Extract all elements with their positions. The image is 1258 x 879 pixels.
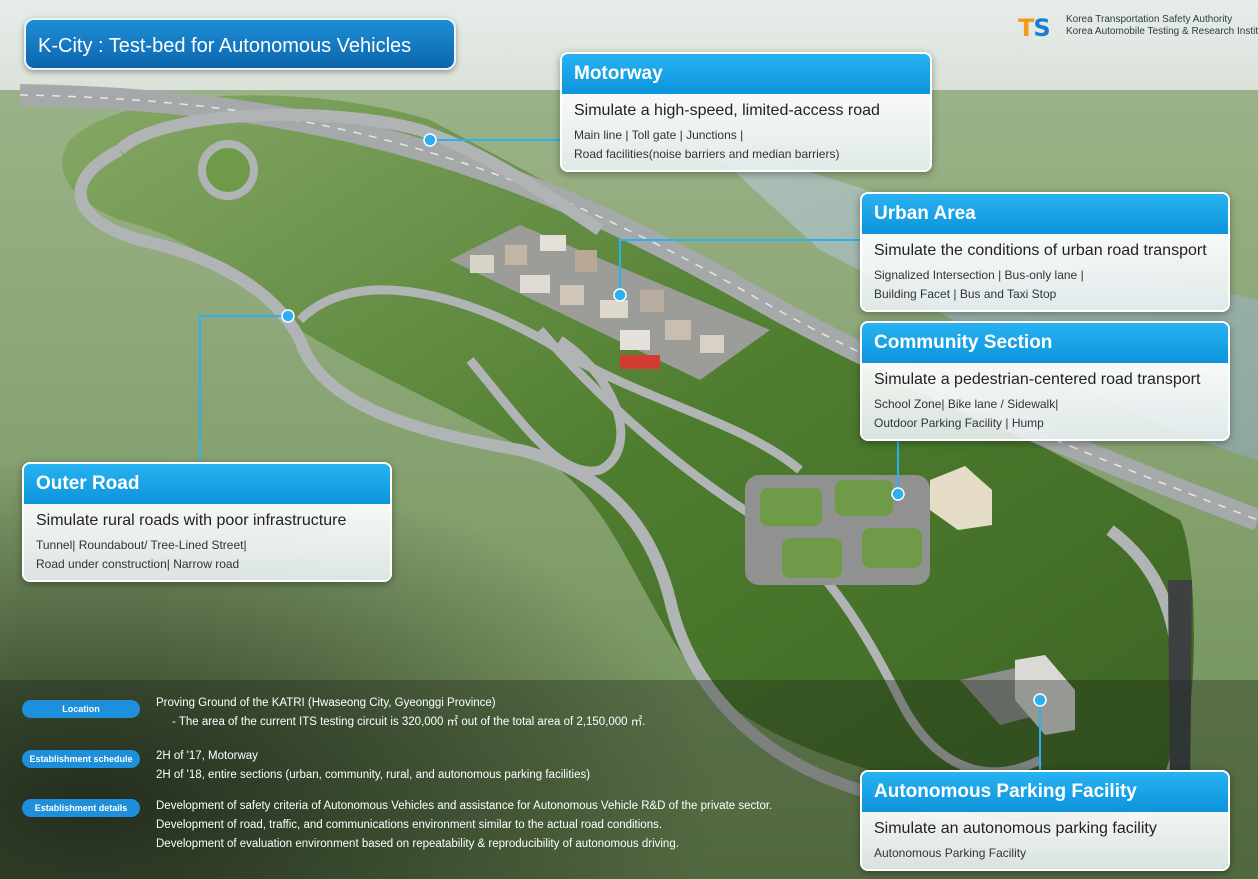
- community-section-card-line-2: Outdoor Parking Facility | Hump: [874, 416, 1044, 430]
- location-text: Proving Ground of the KATRI (Hwaseong Ci…: [156, 694, 856, 732]
- community-section-card-line-1: School Zone| Bike lane / Sidewalk|: [874, 397, 1059, 411]
- urban-area-card-subtitle: Simulate the conditions of urban road tr…: [874, 242, 1207, 259]
- details-line-2: Development of road, traffic, and commun…: [156, 819, 663, 831]
- details-text: Development of safety criteria of Autono…: [156, 797, 856, 854]
- schedule-text: 2H of '17, Motorway 2H of '18, entire se…: [156, 747, 856, 785]
- connector-urban: [619, 239, 860, 295]
- page-title: K-City : Test-bed for Autonomous Vehicle…: [24, 18, 456, 70]
- community-section-card: Community Section Simulate a pedestrian-…: [860, 321, 1230, 441]
- autonomous-parking-card: Autonomous Parking Facility Simulate an …: [860, 770, 1230, 871]
- logo-line-1: Korea Transportation Safety Authority: [1066, 14, 1233, 25]
- logo-line-2: Korea Automobile Testing & Research Inst…: [1066, 26, 1258, 37]
- autonomous-parking-card-line-1: Autonomous Parking Facility: [874, 846, 1027, 860]
- location-line-1: Proving Ground of the KATRI (Hwaseong Ci…: [156, 697, 496, 709]
- location-pill: Location: [22, 700, 140, 718]
- community-section-card-subtitle: Simulate a pedestrian-centered road tran…: [874, 371, 1201, 388]
- dot-parking: [1033, 693, 1047, 707]
- outer-road-card-line-1: Tunnel| Roundabout/ Tree-Lined Street|: [36, 538, 247, 552]
- parking-facility-block: [960, 655, 1075, 735]
- dot-motorway: [423, 133, 437, 147]
- callout-connectors: [199, 139, 1041, 770]
- outer-road-card-heading: Outer Road: [24, 464, 390, 504]
- motorway-card: Motorway Simulate a high-speed, limited-…: [560, 52, 932, 172]
- schedule-line-2: 2H of '18, entire sections (urban, commu…: [156, 769, 591, 781]
- details-pill: Establishment details: [22, 799, 140, 817]
- motorway-card-subtitle: Simulate a high-speed, limited-access ro…: [574, 102, 880, 119]
- urban-area-card: Urban Area Simulate the conditions of ur…: [860, 192, 1230, 312]
- tunnel: [1168, 580, 1192, 800]
- urban-area-card-line-2: Building Facet | Bus and Taxi Stop: [874, 287, 1057, 301]
- dot-outer: [281, 309, 295, 323]
- connector-outer: [199, 315, 288, 462]
- location-line-2: - The area of the current ITS testing ci…: [172, 716, 646, 728]
- urban-area-card-line-1: Signalized Intersection | Bus-only lane …: [874, 268, 1084, 282]
- outer-road-card-subtitle: Simulate rural roads with poor infrastru…: [36, 512, 347, 529]
- callout-dots: [281, 133, 1047, 707]
- outer-road-card: Outer Road Simulate rural roads with poo…: [22, 462, 392, 582]
- schedule-pill: Establishment schedule: [22, 750, 140, 768]
- urban-area-block: [450, 225, 770, 380]
- details-line-1: Development of safety criteria of Autono…: [156, 800, 773, 812]
- motorway-card-heading: Motorway: [562, 54, 930, 94]
- outer-road-card-line-2: Road under construction| Narrow road: [36, 557, 240, 571]
- urban-area-card-heading: Urban Area: [862, 194, 1228, 234]
- autonomous-parking-card-subtitle: Simulate an autonomous parking facility: [874, 820, 1157, 837]
- schedule-line-1: 2H of '17, Motorway: [156, 750, 258, 762]
- roundabout: [198, 140, 258, 200]
- motorway-card-line-2: Road facilities(noise barriers and media…: [574, 147, 840, 161]
- ts-logo-text: Korea Transportation Safety Authority Ko…: [1066, 14, 1258, 38]
- dot-urban: [613, 288, 627, 302]
- autonomous-parking-card-heading: Autonomous Parking Facility: [862, 772, 1228, 812]
- details-line-3: Development of evaluation environment ba…: [156, 838, 679, 850]
- community-section-card-heading: Community Section: [862, 323, 1228, 363]
- ts-logo-mark: TS: [1018, 14, 1051, 42]
- motorway-card-line-1: Main line | Toll gate | Junctions |: [574, 128, 744, 142]
- dot-community: [891, 487, 905, 501]
